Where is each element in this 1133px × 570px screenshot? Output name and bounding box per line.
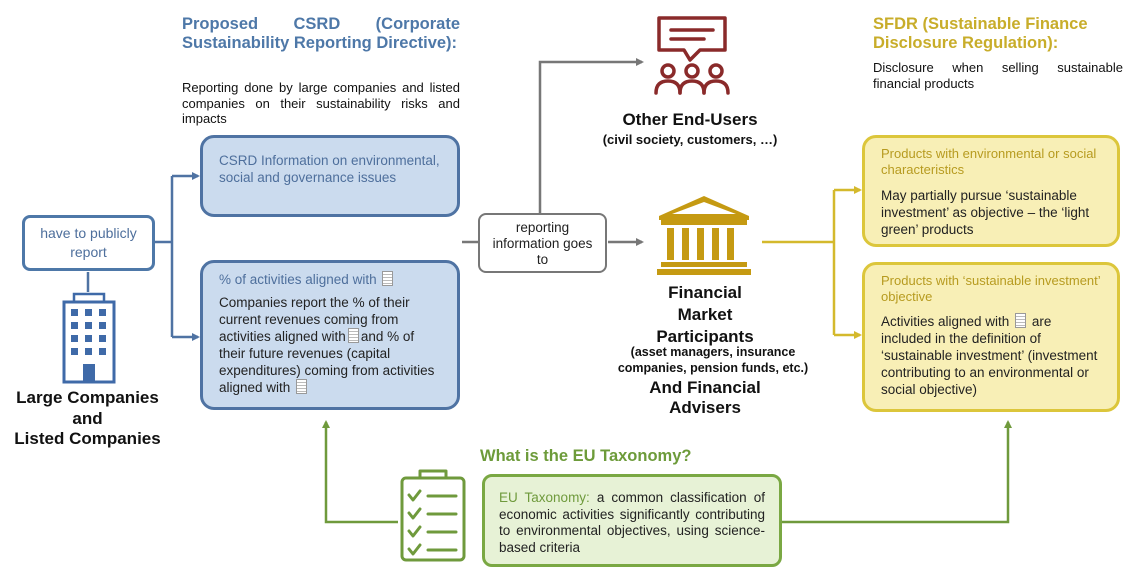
publicly-report-box: have to publicly report: [22, 215, 155, 271]
taxonomy-question: What is the EU Taxonomy?: [480, 447, 692, 465]
end-users-title: Other End-Users: [622, 110, 758, 129]
fmp-title-line-3: Participants: [656, 327, 754, 346]
sfdr-title: SFDR (Sustainable Finance Disclosure Reg…: [873, 15, 1088, 52]
activities-body-2: and % of their future revenues (capital …: [219, 329, 435, 395]
env-products-box: Products with environmental or social ch…: [862, 135, 1120, 247]
arrow-to-end-users: [538, 58, 644, 213]
sfdr-description: Disclosure when selling sustainable fina…: [873, 60, 1123, 91]
fmp-title: Financial Market Participants: [615, 282, 795, 348]
taxonomy-definition: a common classification of economic acti…: [499, 490, 765, 555]
companies-line-1: Large Companies: [16, 388, 159, 407]
env-products-body: May partially pursue ‘sustainable invest…: [881, 188, 1090, 237]
taxonomy-document-icon: [1015, 313, 1027, 328]
fmp-title-line-1: Financial: [668, 283, 742, 302]
fmp-advisers-line-2: Advisers: [669, 398, 741, 417]
activities-body: Companies report the % of their current …: [219, 294, 441, 396]
publicly-report-label: have to publicly report: [40, 225, 137, 260]
sust-products-box: Products with ‘sustainable investment’ o…: [862, 262, 1120, 412]
reporting-box: reporting information goes to: [478, 213, 607, 273]
activities-heading: % of activities aligned with: [219, 272, 377, 287]
sust-products-body-2: are included in the definition of ‘susta…: [881, 314, 1098, 397]
taxonomy-term: EU Taxonomy:: [499, 490, 590, 505]
sust-products-body-1: Activities aligned with: [881, 314, 1010, 329]
fmp-title-line-2: Market: [677, 305, 733, 324]
fmp-subtitle: (asset managers, insurance companies, pe…: [617, 345, 809, 375]
bank-icon: [657, 196, 751, 275]
taxonomy-document-icon: [382, 271, 394, 286]
arrow-to-sust-products-from-taxonomy: [782, 420, 1012, 524]
sust-products-heading: Products with ‘sustainable investment’ o…: [881, 273, 1101, 304]
checklist-icon: [400, 469, 466, 562]
building-icon: [62, 292, 116, 384]
csrd-info-box: CSRD Information on environmental, socia…: [200, 135, 460, 217]
reporting-label: reporting information goes to: [492, 220, 593, 267]
end-users-subtitle: (civil society, customers, …): [602, 132, 778, 147]
arrow-to-activities-from-taxonomy: [322, 420, 398, 524]
companies-line-2: and: [72, 408, 103, 428]
companies-label: Large Companies and Listed Companies: [0, 388, 175, 450]
csrd-title: Proposed CSRD (Corporate Sustainability …: [182, 15, 460, 52]
taxonomy-document-icon: [296, 379, 308, 394]
fmp-advisers-line-1: And Financial: [649, 378, 761, 397]
sust-products-body: Activities aligned with are included in …: [881, 313, 1101, 398]
taxonomy-definition-box: EU Taxonomy: a common classification of …: [482, 474, 782, 567]
csrd-info-text: CSRD Information on environmental, socia…: [219, 153, 440, 185]
companies-line-3: Listed Companies: [14, 429, 161, 448]
fmp-advisers: And Financial Advisers: [615, 378, 795, 418]
activities-body-1: Companies report the % of their current …: [219, 295, 410, 344]
taxonomy-document-icon: [347, 328, 359, 343]
people-speech-icon: [654, 16, 730, 95]
activities-heading-row: % of activities aligned with: [219, 271, 441, 288]
csrd-description: Reporting done by large companies and li…: [182, 80, 460, 126]
activities-box: % of activities aligned with Companies r…: [200, 260, 460, 410]
env-products-heading: Products with environmental or social ch…: [881, 146, 1097, 177]
